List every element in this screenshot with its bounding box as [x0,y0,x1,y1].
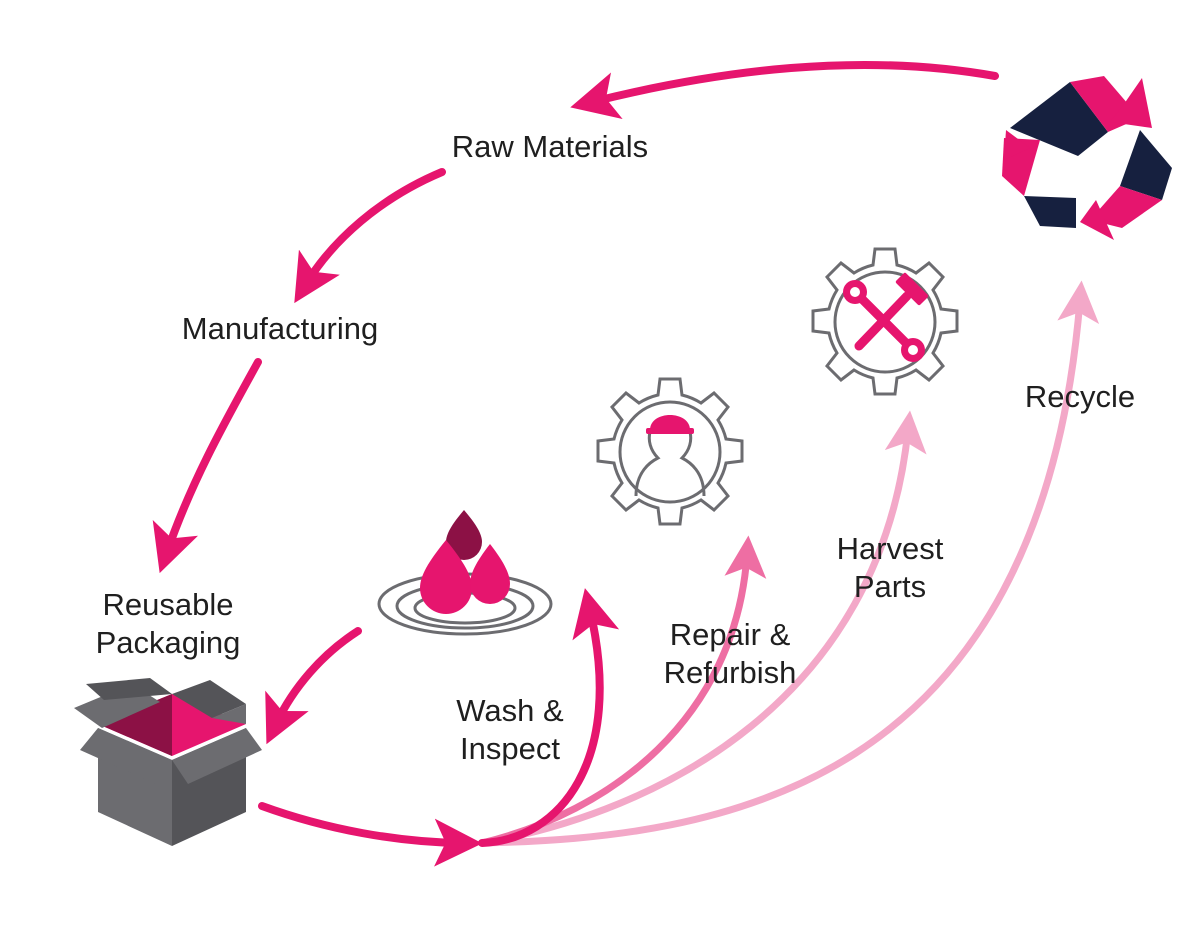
label-reusable-packaging-line-2: Packaging [95,625,241,660]
arrow-hub-to-recycle [478,280,1100,847]
label-repair-refurbish-line-1: Repair & [669,617,791,652]
label-harvest-parts-line-1: Harvest [836,531,944,566]
arrow-recycle-to-raw [570,60,999,120]
label-manufacturing: Manufacturing [140,310,420,348]
open-box-icon [74,678,262,846]
tools-gear-icon [811,247,959,396]
label-manufacturing-text: Manufacturing [181,311,379,346]
label-harvest-parts: Harvest Parts [800,530,980,606]
label-recycle: Recycle [1000,378,1160,416]
label-wash-inspect-line-2: Inspect [460,731,560,766]
recycle-icon [1002,76,1172,240]
label-repair-refurbish: Repair & Refurbish [630,616,830,692]
arrow-hub-to-harvest [478,410,927,847]
arrow-hub-to-wash [478,588,620,847]
label-raw-materials-text: Raw Materials [451,129,649,164]
label-harvest-parts-line-2: Parts [853,569,927,604]
label-wash-inspect: Wash & Inspect [420,692,600,768]
label-recycle-text: Recycle [1024,379,1136,414]
label-raw-materials: Raw Materials [405,128,695,166]
label-repair-refurbish-line-2: Refurbish [663,655,797,690]
arrow-wash-to-packaging [265,627,362,745]
arrow-manufacturing-to-packaging [152,358,262,574]
label-reusable-packaging: Reusable Packaging [58,586,278,662]
arrow-packaging-to-hub [258,802,483,867]
label-reusable-packaging-line-1: Reusable [102,587,234,622]
label-wash-inspect-line-1: Wash & [456,693,564,728]
worker-gear-icon [596,377,744,526]
arrow-raw-to-manufacturing [294,168,446,304]
water-drops-icon [377,510,553,636]
